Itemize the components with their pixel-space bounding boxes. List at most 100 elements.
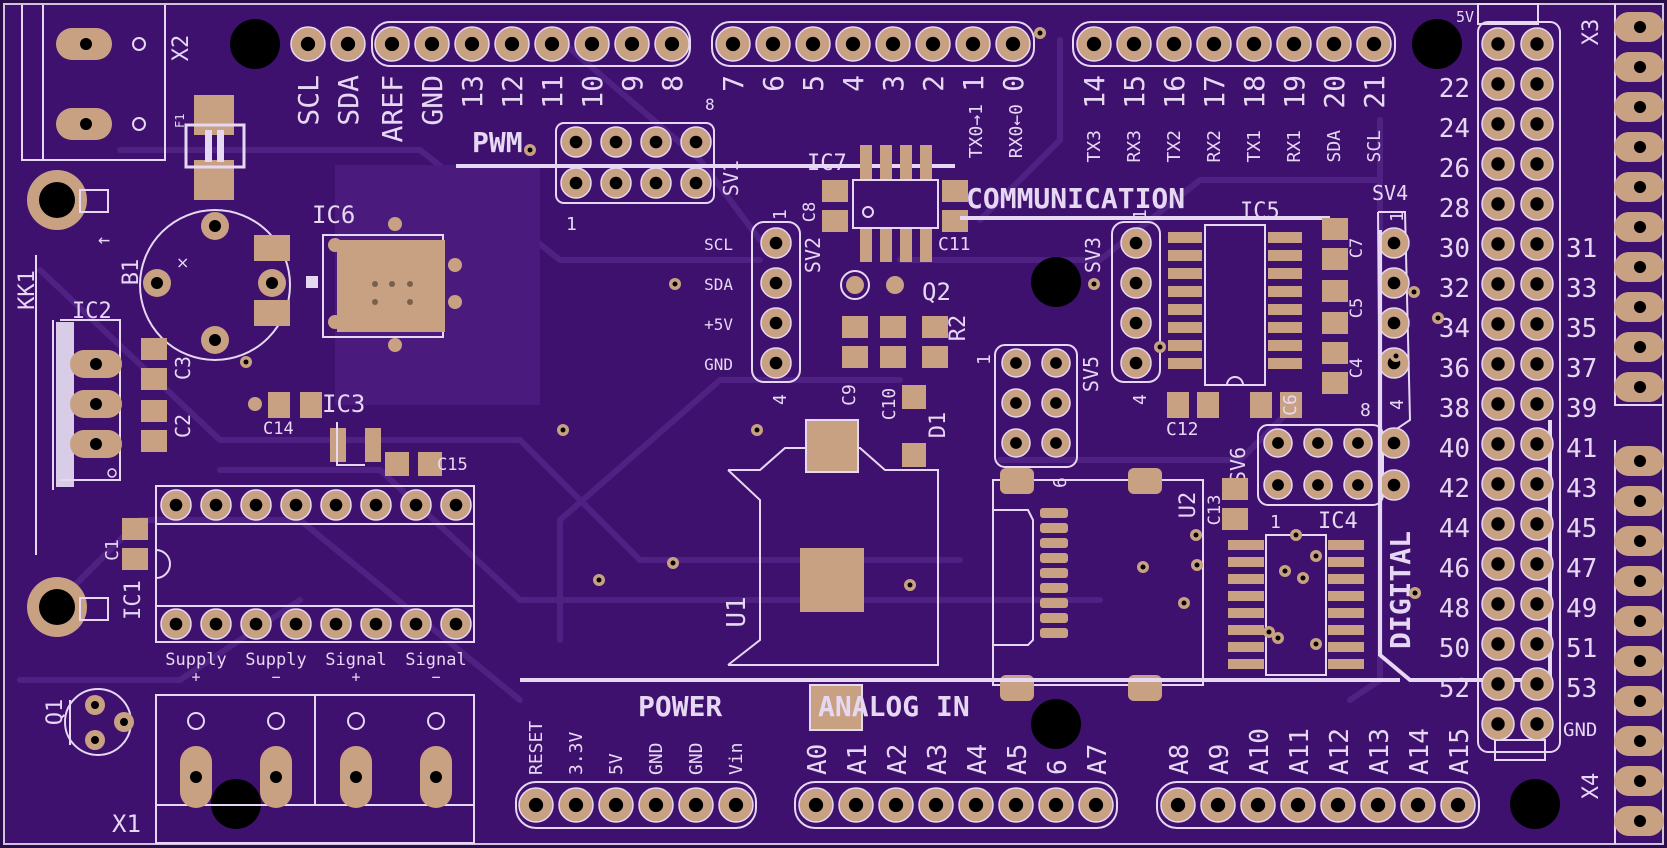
- header-pin: [1001, 388, 1031, 418]
- analog-pin-label: A15: [1445, 728, 1475, 775]
- header-pin: [1316, 26, 1352, 62]
- mounting-holes: [211, 19, 1560, 829]
- dip-pin: [320, 608, 352, 640]
- header-pin: [1041, 388, 1071, 418]
- pin-label: 5: [797, 75, 830, 92]
- terminal-label: Signal: [325, 650, 386, 670]
- edge-pin: [1614, 566, 1664, 596]
- comm-signal-label: TX1: [1244, 130, 1265, 163]
- header-pin: [1378, 307, 1410, 339]
- section-label-communication: COMMUNICATION: [966, 182, 1185, 215]
- edge-pin: [1614, 332, 1664, 362]
- edge-pin: [1614, 606, 1664, 636]
- edge-pin: [1614, 766, 1664, 796]
- dip-pin: [400, 489, 432, 521]
- digital-pin-label: 24: [1439, 114, 1470, 144]
- header-pin: [1120, 267, 1152, 299]
- via: [1190, 529, 1202, 541]
- header-pin: [1240, 787, 1276, 823]
- header-pin: [1038, 787, 1074, 823]
- header-pin: [638, 787, 674, 823]
- part-label-b1: B1: [119, 259, 144, 286]
- header-pin: [1520, 507, 1554, 541]
- header-pin: [918, 787, 954, 823]
- digital-pin-label: 33: [1566, 274, 1597, 304]
- part-label-ic7: IC7: [807, 151, 847, 176]
- via: [904, 579, 916, 591]
- digital-pin-label: 47: [1566, 554, 1597, 584]
- analog-pin-label: 6: [1043, 759, 1073, 775]
- part-label-sv1: SV1: [719, 160, 743, 196]
- header-pin: [1280, 787, 1316, 823]
- header-pin: [875, 26, 911, 62]
- via: [669, 278, 681, 290]
- header-bottom-pins: [518, 787, 1476, 823]
- digital-pin-label: 42: [1439, 474, 1470, 504]
- part-label-c1: C1: [102, 539, 123, 561]
- via: [667, 557, 679, 569]
- dip-ic1-pins: [160, 489, 472, 640]
- header-pin: [1378, 227, 1410, 259]
- digital-pin-label: 44: [1439, 514, 1470, 544]
- header-pin: [760, 267, 792, 299]
- digital-pin-label: 52: [1439, 674, 1470, 704]
- header-pin: [640, 126, 672, 158]
- header-pin: [915, 26, 951, 62]
- header-sv5: [994, 344, 1078, 468]
- header-top-mid: [711, 21, 1035, 67]
- header-sv2: [751, 221, 801, 383]
- header-sv1-pins: [560, 126, 712, 199]
- sv2-pin-label: SCL: [704, 235, 733, 254]
- q2-group: [840, 270, 948, 467]
- sv2-pin-label: SDA: [704, 275, 733, 294]
- header-pin: [678, 787, 714, 823]
- header-pin: [1481, 107, 1515, 141]
- header-pin: [1520, 107, 1554, 141]
- pin-label: 4: [837, 75, 870, 92]
- analog-pin-label: A14: [1405, 728, 1435, 775]
- header-pin: [755, 26, 791, 62]
- header-pin: [560, 167, 592, 199]
- sv2-pin-label: +5V: [704, 315, 733, 334]
- pin-label: 18: [1238, 75, 1271, 109]
- edge-pin: [1614, 132, 1664, 162]
- header-pin: [1481, 427, 1515, 461]
- header-outlines-bottom: [515, 781, 1480, 829]
- part-label-ic3: IC3: [322, 390, 365, 418]
- part-label-q1: Q1: [43, 699, 68, 726]
- sv2-pin-one: 1: [770, 209, 791, 220]
- pin-label-8-marker: 8: [705, 95, 715, 114]
- header-pin: [1276, 26, 1312, 62]
- header-pin: [1356, 26, 1392, 62]
- part-label-kk1: KK1: [15, 270, 40, 310]
- part-label-c12: C12: [1166, 419, 1199, 440]
- header-sv1: [555, 122, 715, 204]
- terminal-polarity: −: [271, 668, 280, 686]
- pin-label: 3: [877, 75, 910, 92]
- via: [1088, 278, 1100, 290]
- part-label-c13: C13: [1205, 495, 1225, 526]
- ic5-pins: [1168, 232, 1302, 369]
- digital-pin-label: 40: [1439, 434, 1470, 464]
- terminal-label: Signal: [405, 650, 466, 670]
- header-pin: [1481, 27, 1515, 61]
- pin-label: 13: [456, 75, 489, 109]
- part-label-ic2: IC2: [72, 299, 112, 324]
- digital-outline: [1378, 230, 1552, 682]
- header-pin: [1343, 428, 1373, 458]
- header-pin: [798, 787, 834, 823]
- part-label-c10: C10: [879, 388, 900, 421]
- header-digital-pins: [1481, 27, 1554, 741]
- part-label-sv4: SV4: [1372, 181, 1408, 205]
- header-pin: [760, 347, 792, 379]
- header-pin: [1481, 387, 1515, 421]
- header-pin: [795, 26, 831, 62]
- header-pin: [1481, 587, 1515, 621]
- sv5-pin-six: 6: [1050, 477, 1071, 488]
- edge-pin: [1614, 172, 1664, 202]
- header-pin: [558, 787, 594, 823]
- part-label-sv2: SV2: [801, 237, 825, 273]
- analog-pin-label: A9: [1205, 744, 1235, 775]
